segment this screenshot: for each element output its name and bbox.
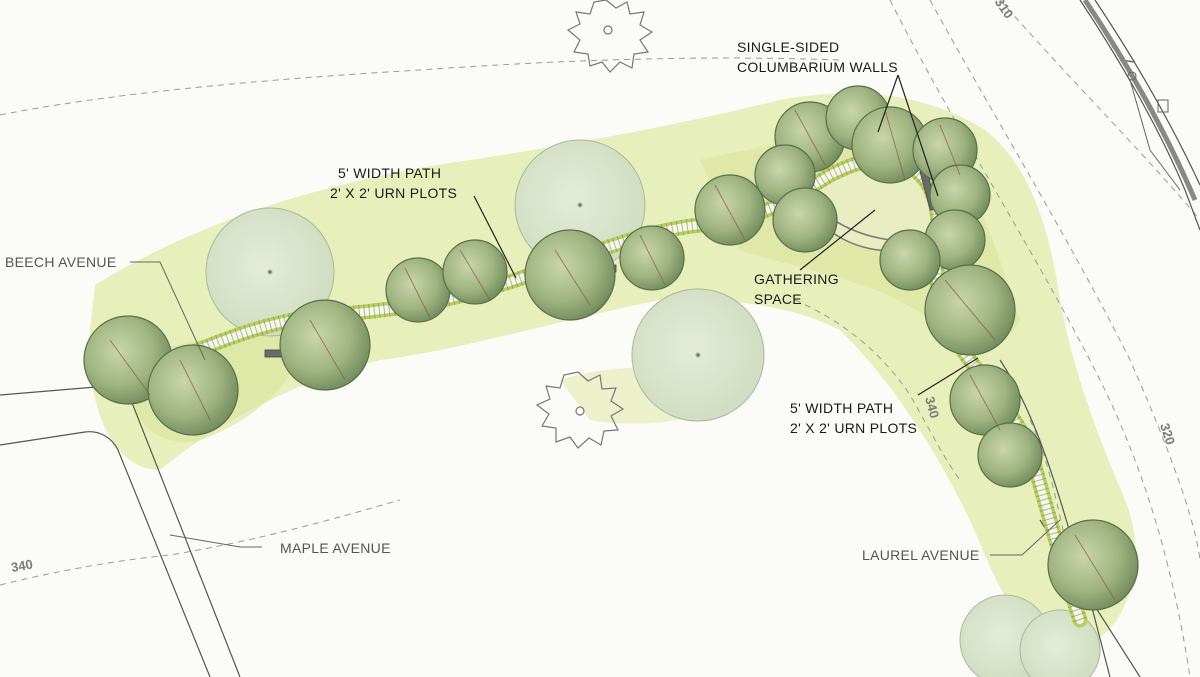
contour-label-340-left: 340 — [10, 556, 34, 575]
leader-lines-grey — [130, 261, 1061, 556]
columbarium-label-line1: SINGLE-SIDED — [737, 39, 839, 55]
path-lower-label-line1: 5' WIDTH PATH — [790, 400, 893, 416]
existing-trees — [205, 139, 1101, 677]
path-lower-label-line2: 2' X 2' URN PLOTS — [790, 420, 917, 436]
canopy-hatch — [109, 109, 1116, 601]
laurel-avenue-label: LAUREL AVENUE — [862, 547, 980, 563]
starburst-shrubs — [535, 0, 654, 449]
gathering-label-line1: GATHERING — [754, 271, 839, 287]
path-upper-label-line1: 5' WIDTH PATH — [338, 165, 441, 181]
contour-label-340-mid: 340 — [922, 395, 942, 420]
leader-lines — [473, 74, 979, 396]
path-upper-label-line2: 2' X 2' URN PLOTS — [330, 185, 457, 201]
contour-label-320: 320 — [1157, 421, 1178, 446]
columbarium-label-line2: COLUMBARIUM WALLS — [737, 59, 898, 75]
curb-fixtures — [1127, 71, 1181, 191]
maple-avenue-label: MAPLE AVENUE — [280, 540, 391, 556]
gathering-label-line2: SPACE — [754, 291, 802, 307]
contour-label-310: 310 — [992, 0, 1017, 21]
beech-avenue-label: BEECH AVENUE — [5, 254, 117, 270]
proposed-trees — [83, 85, 1139, 611]
road-highway — [1082, 0, 1198, 201]
